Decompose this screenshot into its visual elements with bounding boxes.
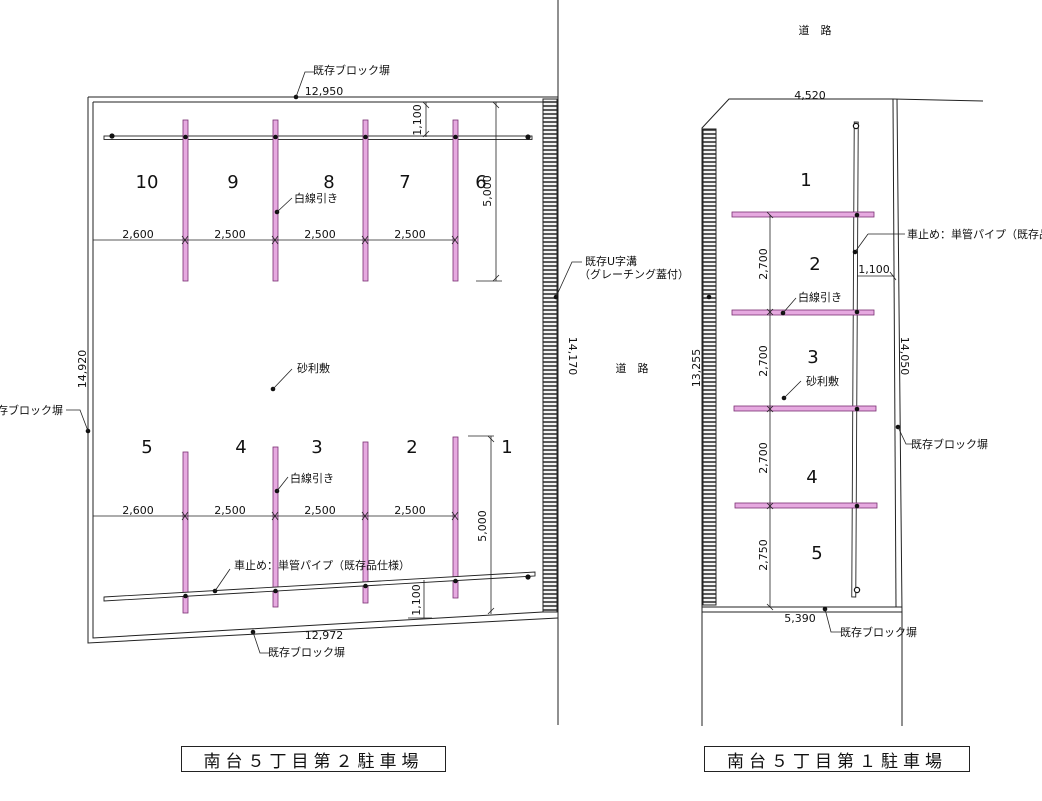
lot2-dim-upper-offset: 1,100 bbox=[411, 104, 424, 136]
lot1-space-numbers: 1 2 3 4 5 bbox=[800, 170, 822, 564]
road-middle-label: 道 路 bbox=[616, 361, 649, 375]
lot2-upper-width-1: 2,600 bbox=[122, 228, 154, 241]
lot2-lower-width-1: 2,600 bbox=[122, 504, 154, 517]
lot2-wheel-stop-label: 車止め：単管パイプ（既存品仕様） bbox=[234, 558, 410, 572]
lot2-lower-parking-lines bbox=[182, 436, 459, 614]
lot2-dim-bottom: 12,972 bbox=[305, 629, 344, 642]
lot1-spacing-1: 2,700 bbox=[757, 248, 770, 280]
lot2-space-7: 7 bbox=[399, 172, 410, 193]
lot2-dim-lower-offset: 1,100 bbox=[410, 584, 423, 616]
lot1-dim-labels: 2,700 2,700 2,700 2,750 1,100 4,520 5,39… bbox=[690, 89, 911, 625]
lot2-gutter-label-1: 既存U字溝 bbox=[585, 254, 637, 268]
lot2-upper-wheel-stop bbox=[103, 135, 533, 140]
lot2-dim-right: 14,170 bbox=[566, 337, 579, 376]
lot2-space-4: 4 bbox=[235, 437, 246, 458]
lot2-lower-width-3: 2,500 bbox=[304, 504, 336, 517]
lot2-gutter-label-2: （グレーチング蓋付） bbox=[579, 267, 689, 281]
lot1-boundary bbox=[701, 98, 984, 726]
lot2-upper-space-numbers: 10 9 8 7 6 bbox=[136, 172, 487, 193]
lot2-upper-width-4: 2,500 bbox=[394, 228, 426, 241]
lot2-space-1: 1 bbox=[501, 437, 512, 458]
lot1-wall-bottom-label: 既存ブロック塀 bbox=[840, 625, 917, 639]
lot2-white-line-label-upper: 白線引き bbox=[294, 191, 338, 205]
lot1-dim-left: 13,255 bbox=[690, 349, 703, 388]
lot2-wall-top-label: 既存ブロック塀 bbox=[313, 63, 390, 77]
lot2-space-10: 10 bbox=[136, 172, 159, 193]
lot1-title: 南台５丁目第１駐車場 bbox=[704, 746, 970, 772]
lot1-dim-lines bbox=[766, 211, 897, 611]
lot2-space-6: 6 bbox=[475, 172, 486, 193]
lot1-dim-top: 4,520 bbox=[794, 89, 826, 102]
lot2-space-2: 2 bbox=[406, 437, 417, 458]
lot1-white-line-label: 白線引き bbox=[798, 290, 842, 304]
lot1-spacing-2: 2,700 bbox=[757, 345, 770, 377]
lot2-space-8: 8 bbox=[323, 172, 334, 193]
lot2-white-line-label-lower: 白線引き bbox=[290, 471, 334, 485]
lot1-space-2: 2 bbox=[809, 254, 820, 275]
lot1-space-5: 5 bbox=[811, 543, 822, 564]
lot2-outer-dims: 12,950 12,972 14,920 14,170 bbox=[76, 85, 579, 642]
lot1-spacing-3: 2,700 bbox=[757, 442, 770, 474]
road-top-label: 道 路 bbox=[799, 23, 832, 37]
lot1-spacing-4: 2,750 bbox=[757, 539, 770, 571]
lot2-wall-bottom-label: 既存ブロック塀 bbox=[268, 645, 345, 659]
lot1-gutter bbox=[702, 128, 717, 606]
lot2-upper-width-3: 2,500 bbox=[304, 228, 336, 241]
lot1-space-3: 3 bbox=[807, 347, 818, 368]
lot2-space-3: 3 bbox=[311, 437, 322, 458]
lot2-dim-left: 14,920 bbox=[76, 350, 89, 389]
lot1-dim-offset: 1,100 bbox=[858, 263, 890, 276]
lot2-gravel-label: 砂利敷 bbox=[297, 361, 330, 375]
lot2-lower-dim-lines bbox=[92, 435, 495, 619]
lot2-boundary bbox=[87, 96, 559, 644]
lot2-lower-space-numbers: 5 4 3 2 1 bbox=[141, 437, 512, 458]
lot1-space-4: 4 bbox=[806, 467, 817, 488]
lot2-dim-upper-depth: 5,000 bbox=[481, 175, 494, 207]
lot1-parking-lines bbox=[731, 211, 878, 509]
lot2-upper-dim-lines bbox=[92, 101, 502, 282]
lot2-lower-dim-labels: 2,600 2,500 2,500 2,500 5,000 1,100 bbox=[122, 504, 489, 616]
lot2-dim-lower-depth: 5,000 bbox=[476, 510, 489, 542]
lot1-wall-right-label: 既存ブロック塀 bbox=[911, 437, 988, 451]
lot2-space-5: 5 bbox=[141, 437, 152, 458]
lot2-title: 南台５丁目第２駐車場 bbox=[181, 746, 446, 772]
lot2-upper-width-2: 2,500 bbox=[214, 228, 246, 241]
lot1-wheel-stop-label: 車止め：単管パイプ（既存品 bbox=[907, 227, 1042, 241]
lot1-space-1: 1 bbox=[800, 170, 811, 191]
lot2-dim-top: 12,950 bbox=[305, 85, 344, 98]
lot2-upper-parking-lines bbox=[182, 119, 459, 282]
lot2-wall-left-label: 既存ブロック塀 bbox=[0, 403, 63, 417]
lot2-space-9: 9 bbox=[227, 172, 238, 193]
lot2-lower-width-2: 2,500 bbox=[214, 504, 246, 517]
lot2-plan: 2,600 2,500 2,500 2,500 5,000 1,100 10 9… bbox=[0, 63, 689, 659]
lot1-dim-right: 14,050 bbox=[898, 337, 911, 376]
lot1-plan: 1 2 3 4 5 2,700 2,700 2,700 2,750 1,100 … bbox=[690, 89, 1042, 726]
lot1-dim-bottom: 5,390 bbox=[784, 612, 816, 625]
lot2-lower-width-4: 2,500 bbox=[394, 504, 426, 517]
lot1-wheel-stop bbox=[851, 121, 859, 598]
lot2-gutter bbox=[542, 98, 558, 613]
lot2-upper-dim-labels: 2,600 2,500 2,500 2,500 5,000 1,100 bbox=[122, 104, 494, 241]
lot2-lower-wheel-stop bbox=[103, 571, 536, 602]
lot1-gravel-label: 砂利敷 bbox=[806, 374, 839, 388]
